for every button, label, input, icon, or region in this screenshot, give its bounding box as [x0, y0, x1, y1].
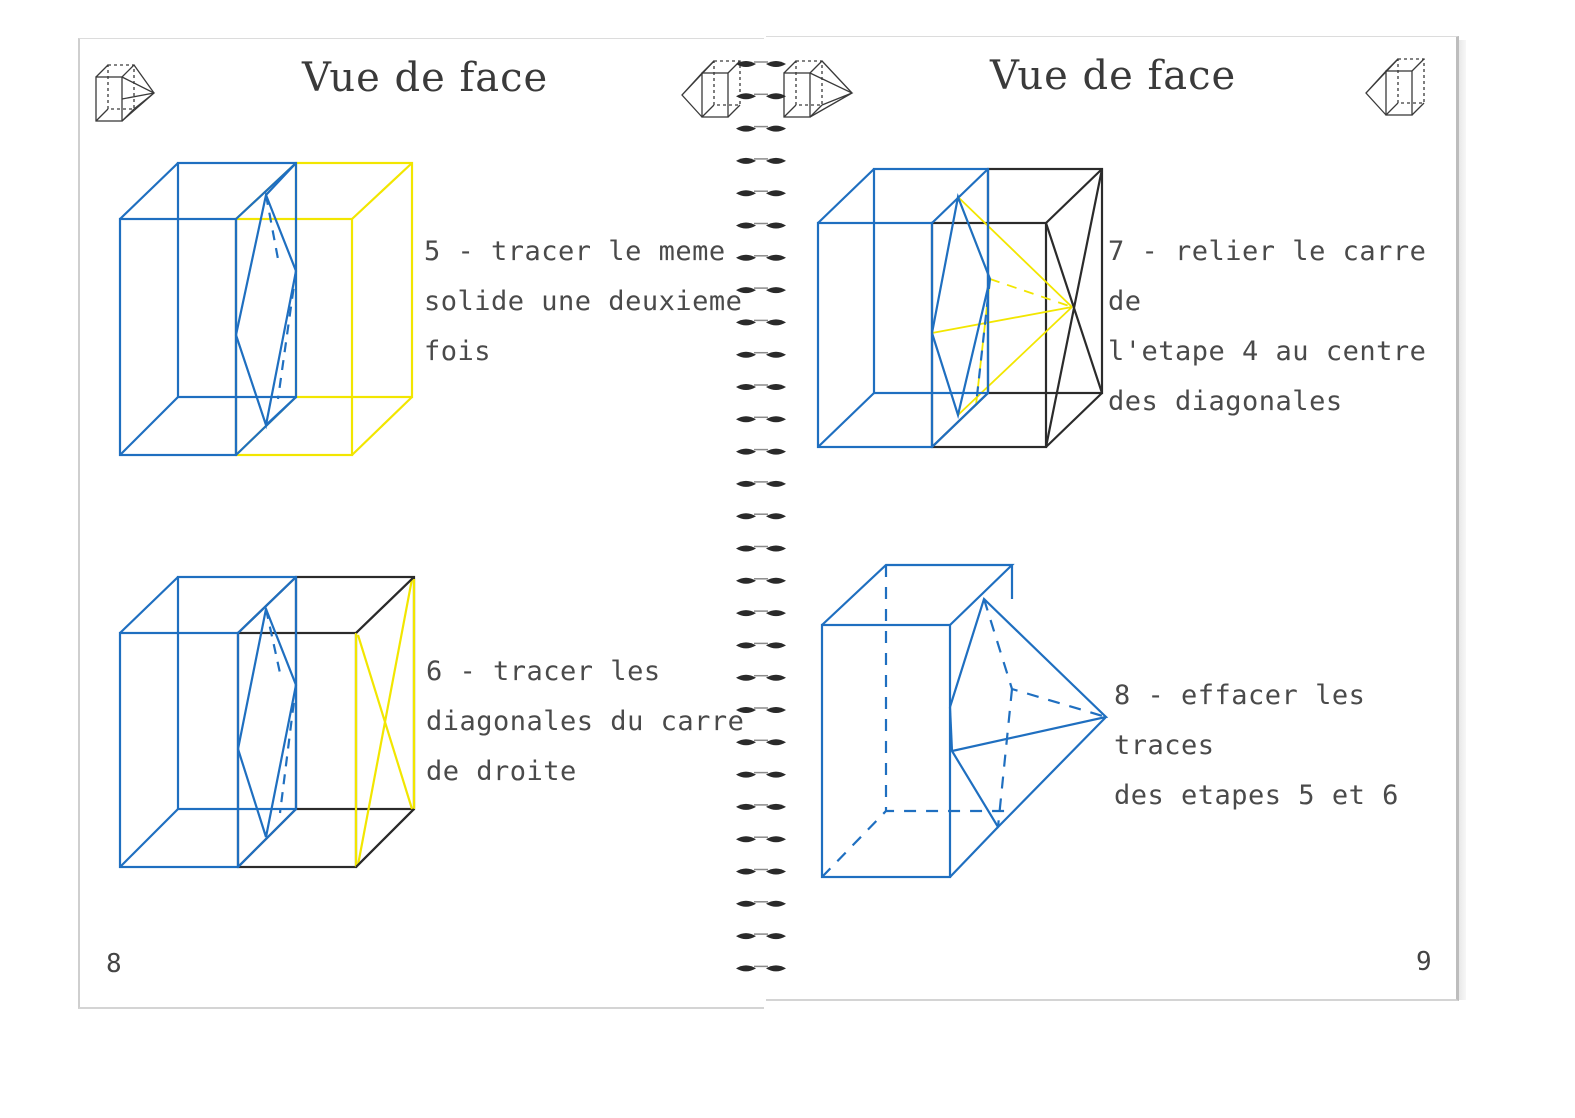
- prism-corner-icon: [1365, 58, 1425, 116]
- left-page: Vue de face: [78, 38, 764, 1009]
- spiral-coil: [736, 577, 786, 584]
- step-5-text: 5 - tracer le meme solide une deuxieme f…: [424, 227, 742, 377]
- spiral-coil: [736, 900, 786, 907]
- spiral-coil: [736, 803, 786, 810]
- spiral-coil: [736, 771, 786, 778]
- prism-corner-icon: [783, 60, 854, 118]
- left-page-title: Vue de face: [302, 55, 549, 101]
- step-8-line-1: 8 - effacer les traces: [1114, 680, 1366, 761]
- step-7-text: 7 - relier le carre de l'etape 4 au cent…: [1108, 227, 1456, 427]
- step-8-line-2: des etapes 5 et 6: [1114, 780, 1399, 811]
- spiral-coil: [736, 739, 786, 746]
- step-7-figure: [816, 167, 1104, 449]
- spiral-coil: [736, 480, 786, 487]
- prism-corner-icon: [681, 60, 741, 118]
- spiral-coil: [736, 319, 786, 326]
- spiral-coil: [736, 190, 786, 197]
- step-6-line-1: 6 - tracer les: [426, 656, 661, 687]
- spiral-coil: [736, 222, 786, 229]
- spiral-coil: [736, 674, 786, 681]
- step-6-line-3: de droite: [426, 756, 577, 787]
- step-7-line-3: des diagonales: [1108, 386, 1343, 417]
- spiral-coil: [736, 448, 786, 455]
- left-page-number: 8: [106, 949, 122, 979]
- spiral-coil: [736, 93, 786, 100]
- step-6-line-2: diagonales du carre: [426, 706, 745, 737]
- step-6-text: 6 - tracer les diagonales du carre de dr…: [426, 647, 744, 797]
- spiral-coil: [736, 965, 786, 972]
- spiral-coil: [736, 61, 786, 67]
- step-6-figure: [118, 575, 416, 869]
- spiral-coil: [736, 868, 786, 875]
- spiral-coil: [736, 416, 786, 423]
- spiral-binding: [736, 61, 786, 972]
- spiral-coil: [736, 707, 786, 713]
- spiral-coil: [736, 351, 786, 358]
- page-edge: [1458, 40, 1466, 1000]
- step-5-line-3: fois: [424, 336, 492, 367]
- spiral-coil: [736, 610, 786, 617]
- spiral-coil: [736, 642, 786, 649]
- spiral-coil: [736, 513, 786, 520]
- right-page-title: Vue de face: [990, 53, 1237, 99]
- spiral-coil: [736, 125, 786, 132]
- spiral-coil: [736, 933, 786, 940]
- spiral-coil: [736, 384, 786, 390]
- step-8-figure: [820, 563, 1109, 879]
- step-5-line-2: solide une deuxieme: [424, 286, 743, 317]
- right-page: Vue de face: [766, 36, 1459, 1001]
- step-8-text: 8 - effacer les traces des etapes 5 et 6: [1114, 671, 1456, 821]
- step-7-line-1: 7 - relier le carre de: [1108, 236, 1427, 317]
- step-5-figure: [118, 161, 414, 457]
- right-page-number: 9: [1416, 947, 1432, 977]
- spiral-coil: [736, 157, 786, 164]
- step-7-line-2: l'etape 4 au centre: [1108, 336, 1427, 367]
- step-5-line-1: 5 - tracer le meme: [424, 236, 726, 267]
- spiral-coil: [736, 545, 786, 552]
- spiral-coil: [736, 836, 786, 843]
- prism-corner-icon: [95, 64, 156, 122]
- spiral-coil: [736, 254, 786, 261]
- spiral-coil: [736, 287, 786, 294]
